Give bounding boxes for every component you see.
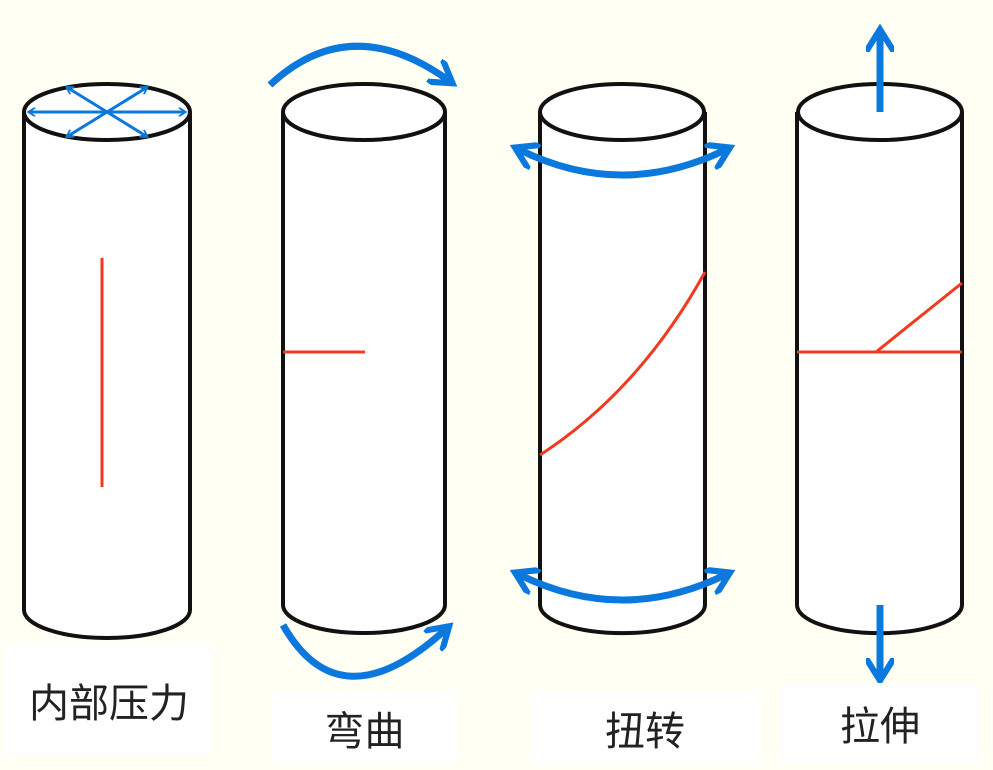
bending-arrow-bottom-icon xyxy=(279,625,445,680)
cylinder-internal-pressure xyxy=(22,82,192,640)
pressure-arrows-icon xyxy=(30,88,184,136)
label-bending: 弯曲 xyxy=(272,690,457,765)
crack-diagonal xyxy=(875,281,963,354)
torsion-arrow-bottom-icon xyxy=(520,575,725,604)
bending-arrow-top-icon xyxy=(267,42,448,88)
label-internal-pressure: 内部压力 xyxy=(5,645,213,755)
label-torsion: 扭转 xyxy=(530,690,760,765)
cylinder-bending xyxy=(281,82,447,635)
label-tension: 拉伸 xyxy=(780,683,980,763)
cylinder-tension xyxy=(795,82,964,636)
torsion-arrow-top-icon xyxy=(520,150,725,179)
cylinder-torsion xyxy=(538,82,707,636)
crack-helical xyxy=(539,271,707,457)
